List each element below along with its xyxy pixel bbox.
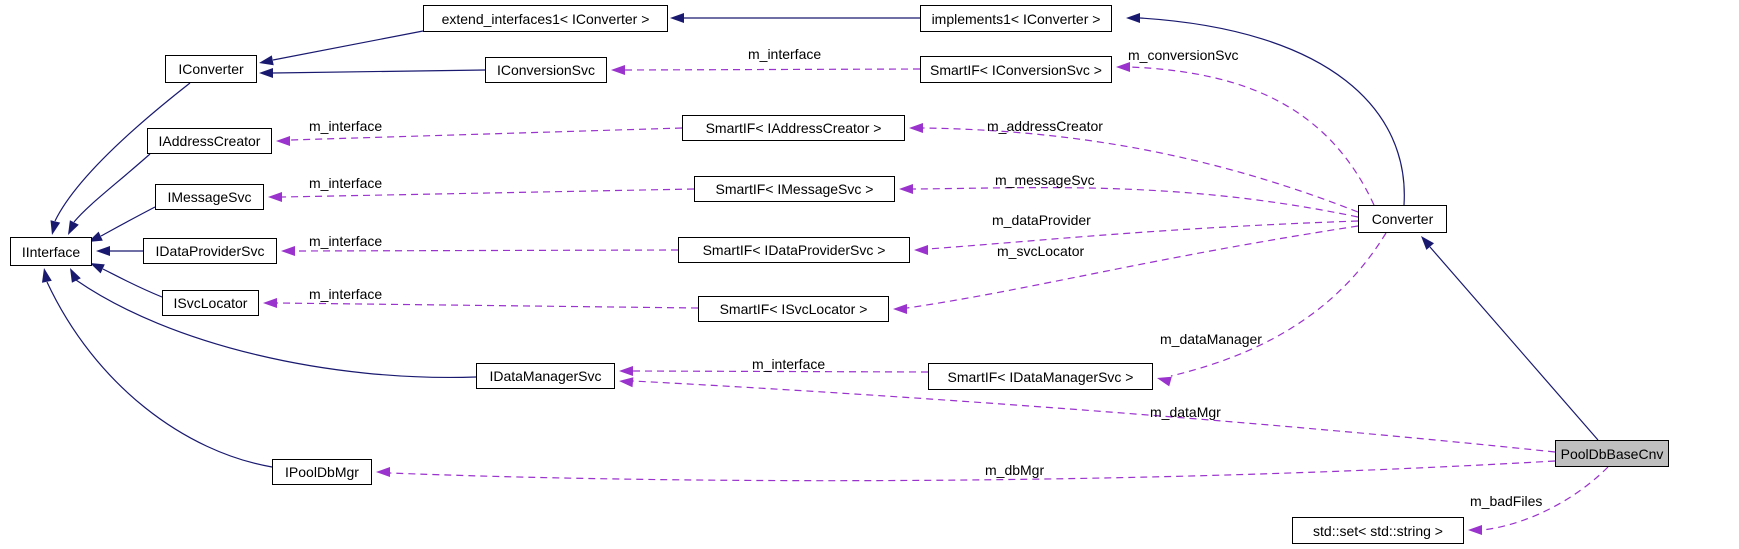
edge-pooldbbasecnv-m-dbmgr <box>376 460 1556 482</box>
edge-smartif-idataprovidersvc-m-interface <box>281 246 679 256</box>
node-implements1-iconverter[interactable]: implements1< IConverter > <box>920 5 1112 32</box>
edge-smartif-iaddresscreator-m-interface <box>276 127 683 146</box>
edge-isvclocator-to-iinterface <box>90 263 163 298</box>
edge-iaddresscreator-to-iinterface <box>68 153 151 235</box>
edge-pooldbbasecnv-m-datamgr <box>619 377 1556 453</box>
node-imessagesvc[interactable]: IMessageSvc <box>155 184 264 210</box>
edge-idatamanagersvc-to-iinterface <box>70 268 477 379</box>
edge-smartif-imessagesvc-m-interface <box>268 188 695 202</box>
node-iconversionsvc[interactable]: IConversionSvc <box>485 57 607 83</box>
edge-label-m-svclocator: m_svcLocator <box>997 243 1085 259</box>
edge-label-m-datamanager: m_dataManager <box>1160 331 1262 347</box>
edge-label-m-conversionsvc: m_conversionSvc <box>1128 47 1239 63</box>
node-idataprovidersvc[interactable]: IDataProviderSvc <box>143 238 277 264</box>
edge-label-m-interface-datamanagersvc: m_interface <box>752 356 826 372</box>
edge-label-m-datamgr: m_dataMgr <box>1150 404 1221 420</box>
edge-iconversionsvc-to-iconverter <box>259 68 486 78</box>
node-iaddresscreator[interactable]: IAddressCreator <box>147 128 272 154</box>
edge-iconverter-to-iinterface <box>50 82 191 235</box>
node-extend-interfaces1-iconverter[interactable]: extend_interfaces1< IConverter > <box>423 5 668 32</box>
edge-idataprovidersvc-to-iinterface <box>96 246 143 256</box>
node-iconverter[interactable]: IConverter <box>165 55 257 83</box>
node-ipooldbmgr[interactable]: IPoolDbMgr <box>272 459 372 485</box>
edge-label-m-interface-addresscreator: m_interface <box>309 118 383 134</box>
node-smartif-idataprovidersvc[interactable]: SmartIF< IDataProviderSvc > <box>678 237 910 263</box>
edge-converter-to-implements1 <box>1126 13 1405 206</box>
node-isvclocator[interactable]: ISvcLocator <box>162 290 259 316</box>
edge-imessagesvc-to-iinterface <box>88 206 156 242</box>
edge-smartif-idatamanagersvc-m-interface <box>619 366 929 376</box>
edge-extend-interfaces1-to-iconverter <box>259 30 424 66</box>
edge-converter-m-svclocator <box>893 225 1359 314</box>
edge-smartif-iconversionsvc-m-interface <box>611 65 921 75</box>
edge-pooldbbasecnv-to-converter <box>1421 236 1599 441</box>
edge-label-m-interface-conversionsvc: m_interface <box>748 46 822 62</box>
edge-label-m-badfiles: m_badFiles <box>1470 493 1543 509</box>
node-iinterface[interactable]: IInterface <box>10 237 92 266</box>
node-idatamanagersvc[interactable]: IDataManagerSvc <box>476 363 615 389</box>
edge-label-m-addresscreator: m_addressCreator <box>987 118 1103 134</box>
edge-pooldbbasecnv-m-badfiles <box>1468 466 1609 535</box>
edge-converter-m-addresscreator <box>909 123 1359 213</box>
edge-label-m-interface-svclocator: m_interface <box>309 286 383 302</box>
edge-smartif-isvclocator-m-interface <box>263 298 699 309</box>
edge-label-m-dataprovider: m_dataProvider <box>992 212 1091 228</box>
edge-converter-m-dataprovider <box>914 220 1359 255</box>
edge-converter-m-datamanager <box>1157 232 1387 387</box>
node-smartif-isvclocator[interactable]: SmartIF< ISvcLocator > <box>698 296 889 322</box>
edge-label-m-messagesvc: m_messageSvc <box>995 172 1095 188</box>
edge-converter-m-conversionsvc <box>1116 62 1375 206</box>
node-converter[interactable]: Converter <box>1358 205 1447 233</box>
node-smartif-iconversionsvc[interactable]: SmartIF< IConversionSvc > <box>920 56 1112 83</box>
node-smartif-idatamanagersvc[interactable]: SmartIF< IDataManagerSvc > <box>928 363 1153 390</box>
edge-converter-m-messagesvc <box>899 184 1359 218</box>
edge-implements1-to-extend-interfaces1 <box>670 13 920 23</box>
edge-ipooldbmgr-to-iinterface <box>42 268 273 468</box>
node-smartif-imessagesvc[interactable]: SmartIF< IMessageSvc > <box>694 176 895 202</box>
node-pooldbbasecnv: PoolDbBaseCnv <box>1555 440 1669 467</box>
edge-label-m-interface-dataprovidersvc: m_interface <box>309 233 383 249</box>
node-smartif-iaddresscreator[interactable]: SmartIF< IAddressCreator > <box>682 115 905 141</box>
edge-label-m-interface-messagesvc: m_interface <box>309 175 383 191</box>
edge-label-m-dbmgr: m_dbMgr <box>985 462 1045 478</box>
node-std-set-std-string[interactable]: std::set< std::string > <box>1292 517 1464 544</box>
